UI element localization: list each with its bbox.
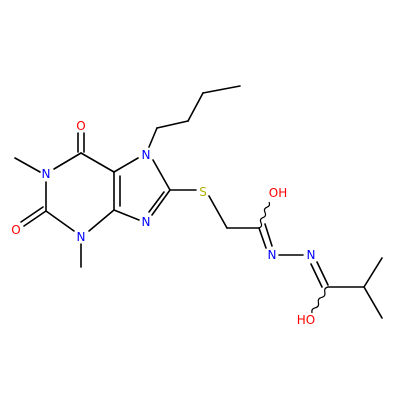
atom-label-layer: N N N N N N O O OH HO S — [11, 119, 315, 327]
atom-n1: N — [42, 167, 51, 181]
bond-c-oh-wavy — [258, 201, 271, 229]
atom-s: S — [199, 185, 207, 199]
bond-n3-c4 — [88, 209, 115, 232]
atom-n7: N — [142, 148, 151, 162]
bond-c2-n3 — [45, 210, 75, 232]
atom-oh-upper: OH — [269, 186, 287, 200]
atom-o2: O — [11, 223, 20, 237]
atom-n-hydrazone-2: N — [307, 248, 316, 262]
bond-c2-o2-b — [20, 206, 44, 223]
bond-c5-c6 — [80, 152, 115, 173]
bond-butyl-1 — [202, 85, 241, 94]
bond-c6-n1 — [53, 152, 82, 170]
bond-layer — [14, 85, 383, 319]
bond-n-c-a — [316, 261, 329, 286]
bond-butyl-4 — [148, 127, 158, 148]
bond-c2-o2-a — [23, 210, 47, 227]
bond-c-n-b — [264, 223, 273, 247]
bond-ch-methyl-2 — [363, 286, 383, 319]
bond-ch-methyl-1 — [363, 257, 383, 288]
bond-s-ch2 — [208, 195, 228, 229]
bond-n7-c8 — [152, 159, 171, 191]
bond-c8-n9-b — [148, 191, 165, 213]
atom-o6: O — [76, 119, 85, 133]
bond-butyl-3 — [156, 120, 189, 129]
bond-c-n-a — [258, 227, 267, 249]
bond-c-ho-wavy — [311, 286, 329, 314]
atom-n9: N — [142, 215, 151, 229]
bond-n-c-b — [310, 263, 323, 288]
bond-n7-c5 — [113, 157, 139, 173]
bond-n9-c4 — [113, 209, 140, 221]
bond-n1-methyl — [14, 157, 41, 173]
atom-n-hydrazone-1: N — [268, 248, 277, 262]
bond-c8-n9-a — [151, 189, 171, 216]
atom-n3: N — [77, 230, 86, 244]
atom-oh-lower: HO — [297, 313, 315, 327]
bond-butyl-2 — [187, 92, 204, 122]
